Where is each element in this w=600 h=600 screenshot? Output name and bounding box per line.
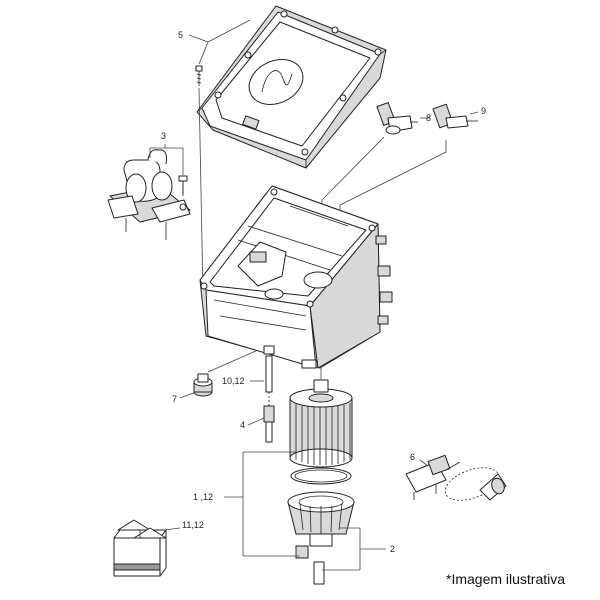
cover-screw <box>195 65 203 86</box>
drain-plug <box>193 373 213 397</box>
repair-kit-box <box>113 519 167 577</box>
brand-logo <box>248 59 304 105</box>
callout-7: 7 <box>172 394 177 404</box>
tank-housing <box>199 185 393 369</box>
callout-1-12: 1 ,12 <box>193 492 213 502</box>
callout-11-12: 11,12 <box>182 520 204 530</box>
callout-6: 6 <box>410 452 415 462</box>
callout-10-12: 10,12 <box>222 376 245 386</box>
callout-4: 4 <box>240 420 245 430</box>
cover-with-logo <box>196 5 387 169</box>
callout-9: 9 <box>481 106 486 116</box>
wiring-harness <box>405 454 507 501</box>
o-ring <box>290 467 352 485</box>
valve-screws <box>178 175 188 211</box>
callout-5: 5 <box>178 30 183 40</box>
filter-element <box>289 379 353 468</box>
connector-pin <box>263 355 275 443</box>
illustrative-image-caption: *Imagem ilustrativa <box>446 571 565 587</box>
temperature-sensor <box>432 103 478 129</box>
filter-cap <box>287 491 355 585</box>
callout-8: 8 <box>426 113 431 123</box>
pressure-sensor <box>376 102 418 135</box>
callout-3: 3 <box>161 131 166 141</box>
solenoid-valve <box>107 149 191 240</box>
callout-2: 2 <box>390 544 395 554</box>
